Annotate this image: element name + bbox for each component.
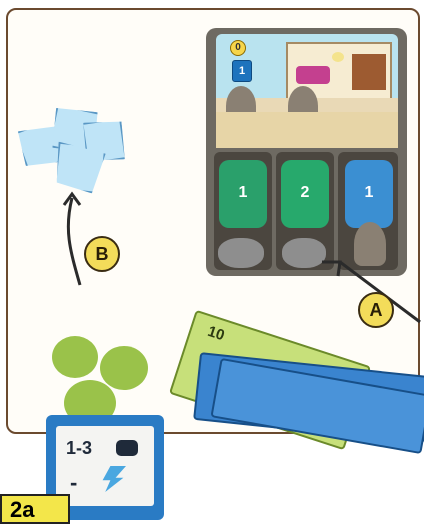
sofa [296,66,330,84]
tower-mid[interactable]: 2 [281,160,329,228]
tower-left[interactable]: 1 [219,160,267,228]
lightning-icon [100,466,126,492]
leaf-token[interactable] [52,336,98,378]
step-badge: 2a [0,494,70,524]
mini-card: 1 [232,60,252,82]
tower-mid-number: 2 [281,184,329,202]
bookshelf [352,54,386,90]
card-blue-number: 1 [345,184,393,202]
card-dash: - [70,470,77,496]
shelf-strip [216,112,398,148]
leaf-token[interactable] [100,346,148,390]
action-card-face: 1-3 - [56,426,154,506]
label-b: B [84,236,120,272]
meeple-slot-right[interactable] [354,222,386,266]
tower-left-number: 1 [219,184,267,202]
coin-zero: 0 [230,40,246,56]
meeple-icon [116,440,138,456]
card-blue[interactable]: 1 [345,160,393,228]
label-a: A [358,292,394,328]
gray-token-mid[interactable] [282,238,326,268]
card-range: 1-3 [66,438,92,459]
gray-token-left[interactable] [218,238,264,268]
lamp [332,52,344,62]
money-value: 10 [205,323,226,344]
